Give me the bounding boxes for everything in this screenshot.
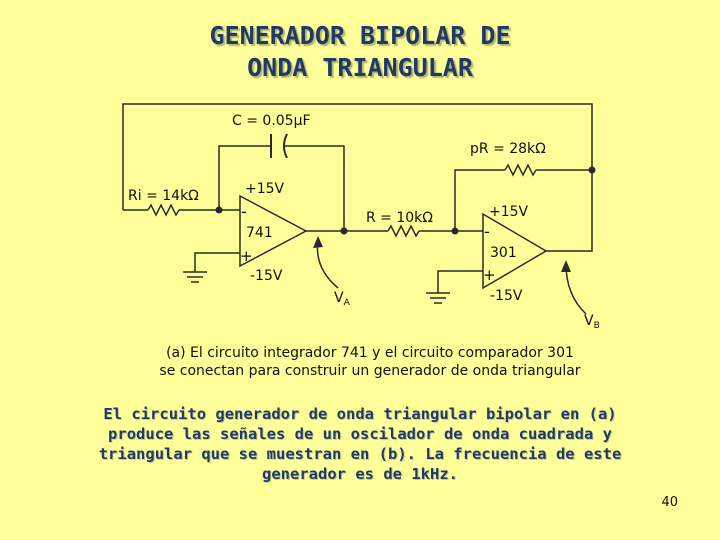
junction-dot bbox=[215, 206, 223, 214]
va-label-sub: A bbox=[344, 298, 351, 308]
vb-label: VB bbox=[584, 313, 600, 331]
title-line-1: GENERADOR BIPOLAR DE bbox=[209, 21, 511, 50]
body-paragraph: El circuito generador de onda triangular… bbox=[40, 404, 680, 484]
capacitor-plate-right bbox=[283, 133, 288, 159]
r-label: R = 10kΩ bbox=[366, 210, 433, 226]
opamp1-model: 741 bbox=[246, 225, 273, 241]
outer-feedback-wire bbox=[122, 103, 593, 210]
vb-label-sub: B bbox=[594, 321, 600, 331]
ri-resistor bbox=[147, 203, 180, 217]
figure-caption: (a) El circuito integrador 741 y el circ… bbox=[110, 344, 630, 380]
va-label-main: V bbox=[334, 290, 344, 306]
opamp1-minus-supply: -15V bbox=[250, 268, 283, 284]
page-number: 40 bbox=[661, 495, 678, 510]
body-line-3: triangular que se muestran en (b). La fr… bbox=[98, 445, 622, 463]
opamp2-minus-supply: -15V bbox=[490, 288, 523, 304]
ri-label: Ri = 14kΩ bbox=[128, 188, 199, 204]
opamp2-plus-supply: +15V bbox=[489, 204, 529, 220]
opamp2-inv-sign: - bbox=[484, 222, 490, 241]
opamp1-noninv-sign: + bbox=[240, 247, 253, 265]
junction-dot bbox=[451, 227, 459, 235]
capacitor-label: C = 0.05μF bbox=[232, 113, 311, 129]
body-line-1: El circuito generador de onda triangular… bbox=[103, 405, 617, 423]
opamp1-noninv-wire bbox=[194, 252, 240, 272]
title-line-2: ONDA TRIANGULAR bbox=[247, 53, 473, 82]
opamp2-noninv-wire bbox=[437, 270, 483, 293]
opamp-741-body bbox=[239, 194, 308, 268]
slide-title: GENERADOR BIPOLAR DE ONDA TRIANGULAR bbox=[0, 20, 720, 84]
pr-wire-left bbox=[454, 169, 505, 231]
opamp2-noninv-sign: + bbox=[483, 266, 496, 284]
caption-line-1: (a) El circuito integrador 741 y el circ… bbox=[166, 345, 574, 361]
caption-line-2: se conectan para construir un generador … bbox=[159, 363, 581, 379]
r-resistor bbox=[387, 224, 420, 238]
pr-resistor bbox=[504, 163, 537, 177]
va-label: VA bbox=[334, 290, 351, 308]
opamp1-inv-sign: - bbox=[241, 202, 247, 221]
opamp2-output-wire bbox=[546, 170, 593, 252]
capacitor-left-wire bbox=[218, 145, 271, 210]
junction-dot bbox=[588, 166, 596, 174]
body-line-2: produce las señales de un oscilador de o… bbox=[108, 425, 612, 443]
capacitor-right-wire bbox=[283, 145, 345, 231]
junction-dot bbox=[340, 227, 348, 235]
pr-label: pR = 28kΩ bbox=[470, 141, 546, 157]
body-line-4: generador es de 1kHz. bbox=[262, 465, 458, 483]
opamp1-plus-supply: +15V bbox=[245, 181, 285, 197]
vb-label-main: V bbox=[584, 313, 594, 329]
opamp2-model: 301 bbox=[490, 245, 517, 261]
va-arrowhead bbox=[313, 236, 323, 248]
opamp-301-body bbox=[482, 212, 548, 290]
vb-arrowhead bbox=[561, 260, 571, 272]
